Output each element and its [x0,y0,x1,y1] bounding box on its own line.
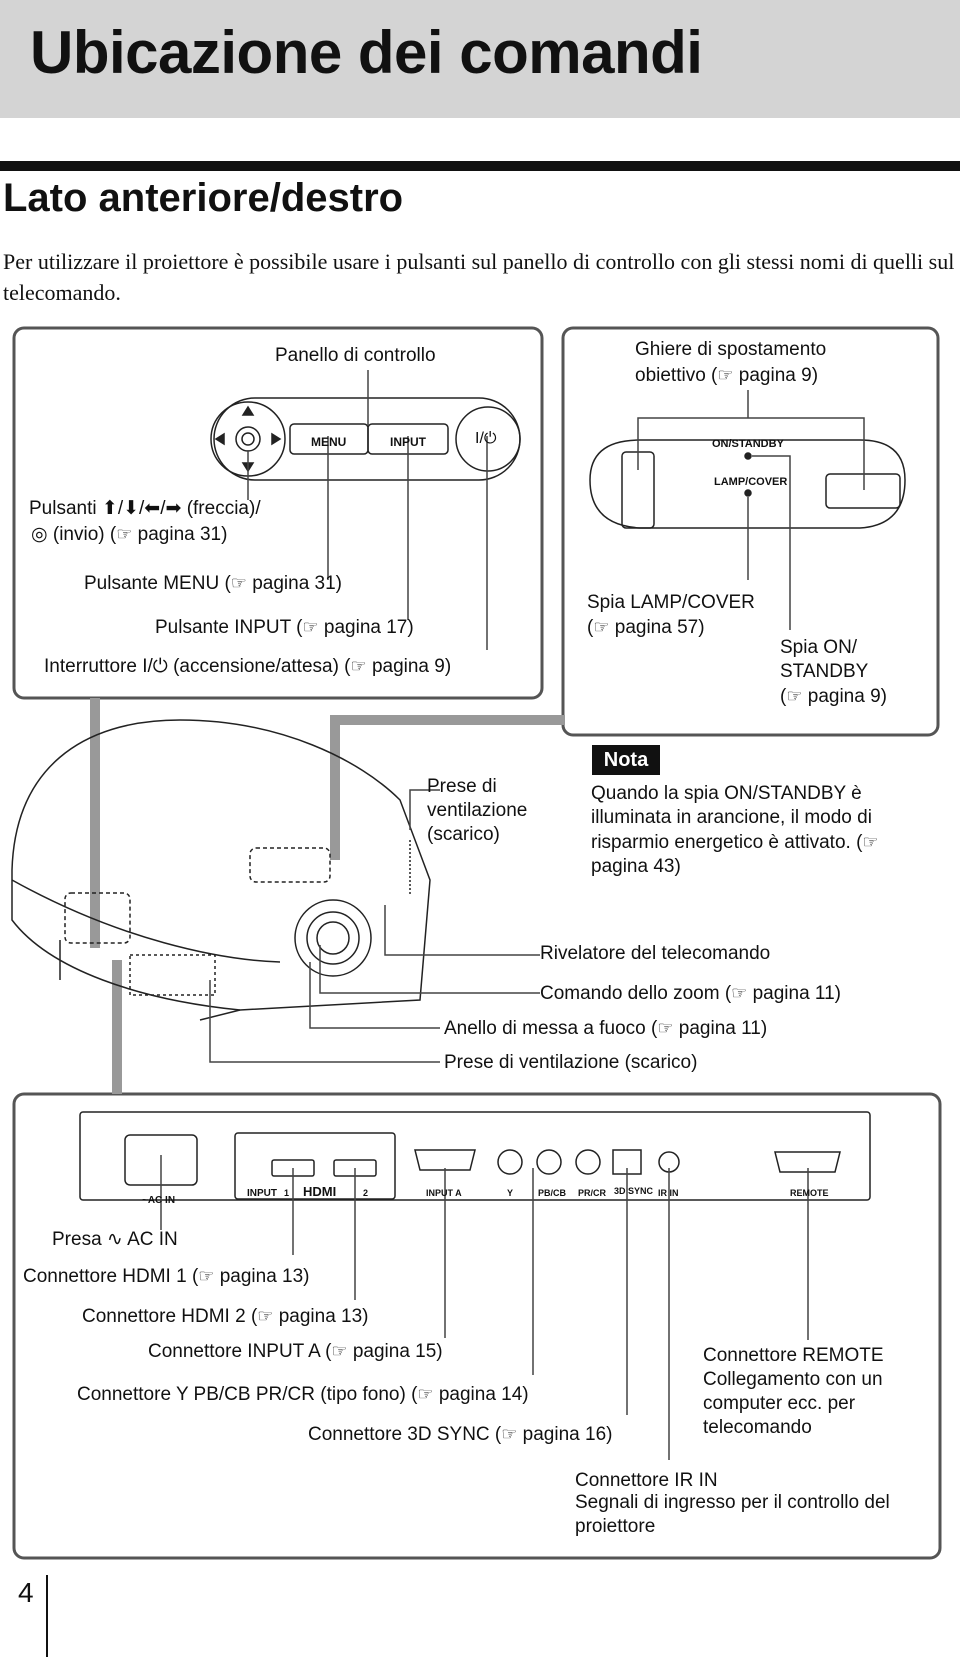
finger-pointing-icon: ☞ [731,983,748,1003]
remote-port [774,1151,841,1173]
finger-pointing-icon: ☞ [331,1341,348,1361]
enter-icon: ◎ [31,524,48,545]
intro-paragraph: Per utilizzare il proiettore è possibile… [3,249,955,305]
lamp-cover-label-line2: (☞ pagina 57) [587,617,705,638]
zoom-label: Comando dello zoom (☞ pagina 11) [540,983,841,1004]
finger-pointing-icon: ☞ [417,1384,434,1404]
finger-pointing-icon: ☞ [350,656,367,676]
on-standby-label-line1: Spia ON/ [780,637,858,658]
pb-panel-text: PB/CB [538,1188,567,1198]
finger-pointing-icon: ☞ [230,573,247,593]
y-panel-text: Y [507,1188,514,1198]
rear-panel-box [12,1092,942,1560]
panel-label: Panello di controllo [275,345,436,366]
focus-label: Anello di messa a fuoco (☞ pagina 11) [444,1018,768,1039]
enter-button [235,426,261,452]
finger-pointing-icon: ☞ [593,617,610,637]
on-standby-label-line2: STANDBY [780,661,869,682]
section-title: Lato anteriore/destro [3,176,404,220]
finger-pointing-icon: ☞ [302,617,319,637]
section-rule [0,161,960,171]
page-title: Ubicazione dei comandi [30,19,703,86]
enter-button-label: ◎ (invio) (☞ pagina 31) [31,524,228,545]
rear-strip [79,1111,871,1201]
finger-pointing-icon: ☞ [786,686,803,706]
y-jack [497,1149,523,1175]
remote-sensor-label: Rivelatore del telecomando [540,943,771,964]
ypbpr-label: Connettore Y PB/CB PR/CR (tipo fono) (☞ … [77,1384,529,1405]
finger-pointing-icon: ☞ [116,524,133,544]
hdmi-logo-text: HDMI [303,1184,337,1199]
finger-pointing-icon: ☞ [717,365,734,385]
power-ring [455,406,521,472]
pr-jack [575,1149,601,1175]
input-a-panel-text: INPUT A [426,1188,462,1198]
side-panel-highlight [64,892,131,944]
finger-pointing-icon: ☞ [862,832,879,852]
sync-label: Connettore 3D SYNC (☞ pagina 16) [308,1424,613,1445]
hdmi-group [234,1132,396,1200]
finger-pointing-icon: ☞ [501,1424,518,1444]
irin-panel-text: IR IN [658,1188,679,1198]
arrow-left-icon: ⬅ [144,498,161,519]
power-switch-label: Interruttore I/⏻ (accensione/attesa) (☞ … [44,656,452,677]
pr-panel-text: PR/CR [578,1188,607,1198]
note-heading: Nota [592,745,660,775]
page-number-rule [46,1575,48,1657]
arrow-buttons-label: Pulsanti ⬆/⬇/⬅/➡ (freccia)/ [29,498,261,519]
sync-panel-text: 3D SYNC [614,1186,654,1196]
control-panel-box [12,326,544,700]
remote-label-line1: Connettore REMOTE [703,1345,884,1366]
lens-shift-label-line2: obiettivo (☞ pagina 9) [635,365,819,386]
remote-panel-text: REMOTE [790,1188,829,1198]
lens-shift-label-line1: Ghiere di spostamento [635,339,827,360]
arrow-right-icon: ➡ [165,498,182,519]
menu-button[interactable]: MENU [311,435,347,449]
page-number: 4 [18,1577,34,1608]
hdmi2-num-text: 2 [363,1188,369,1198]
input-a-label: Connettore INPUT A (☞ pagina 15) [148,1341,443,1362]
ac-wave-icon: ∿ [106,1229,123,1250]
input-panel-text: INPUT [247,1188,277,1199]
lens-box [561,326,940,737]
irin-label-line1: Connettore IR IN [575,1470,718,1491]
lamp-cover-indicator-text: LAMP/COVER [714,476,788,488]
finger-pointing-icon: ☞ [257,1306,274,1326]
hdmi1-label: Connettore HDMI 1 (☞ pagina 13) [23,1266,310,1287]
vent-bottom-label: Prese di ventilazione (scarico) [444,1052,698,1073]
hdmi2-label: Connettore HDMI 2 (☞ pagina 13) [82,1306,369,1327]
ac-in-label: Presa ∿ AC IN [52,1229,178,1250]
on-standby-label-line3: (☞ pagina 9) [780,686,887,707]
menu-button-label: Pulsante MENU (☞ pagina 31) [84,573,342,594]
arrow-up-icon: ⬆ [101,498,118,519]
finger-pointing-icon: ☞ [657,1018,674,1038]
lens-ring [294,899,372,977]
input-a-port [414,1149,476,1171]
finger-pointing-icon: ☞ [198,1266,215,1286]
irin-label-line2: Segnali di ingresso per il controllo del… [575,1492,890,1537]
power-icon: I/⏻ [142,656,168,677]
pb-jack [536,1149,562,1175]
title-bar [0,0,960,118]
lens-shift-dial-right [825,473,901,509]
hdmi1-num-text: 1 [284,1188,290,1198]
ac-in-panel-text: ~AC IN [142,1195,176,1206]
on-standby-indicator-text: ON/STANDBY [712,438,784,450]
vent-top-label: Prese di ventilazione (scarico) [427,776,528,845]
input-button[interactable]: INPUT [390,435,426,449]
note-body: Quando la spia ON/STANDBY è illuminata i… [591,783,879,877]
power-button[interactable]: I/⏻ [475,430,497,447]
arrow-down-icon: ⬇ [123,498,140,519]
remote-label-line2: Collegamento con un computer ecc. per te… [703,1369,883,1438]
input-button-label: Pulsante INPUT (☞ pagina 17) [155,617,414,638]
lamp-cover-label-line1: Spia LAMP/COVER [587,592,755,613]
